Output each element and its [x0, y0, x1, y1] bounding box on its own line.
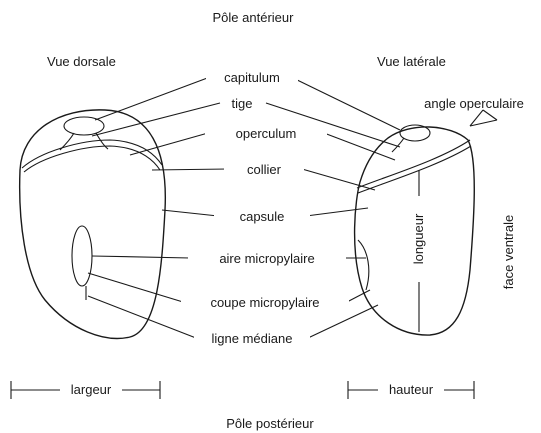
scale-label-largeur: largeur — [71, 382, 112, 397]
title-bottom: Pôle postérieur — [226, 416, 314, 431]
title-top: Pôle antérieur — [213, 10, 295, 25]
label-angle-operculaire: angle operculaire — [424, 96, 524, 111]
label-longueur: longueur — [411, 213, 426, 264]
label-collier: collier — [247, 162, 282, 177]
view-right-label: Vue latérale — [377, 54, 446, 69]
view-left-label: Vue dorsale — [47, 54, 116, 69]
label-coupe-micropylaire: coupe micropylaire — [210, 295, 319, 310]
dorsal-view-egg — [20, 110, 166, 339]
dorsal-capsule-outline — [20, 110, 166, 339]
label-capitulum: capitulum — [224, 70, 280, 85]
label-ligne-mediane: ligne médiane — [212, 331, 293, 346]
label-tige: tige — [232, 96, 253, 111]
label-aire-micropylaire: aire micropylaire — [219, 251, 314, 266]
scale-label-hauteur: hauteur — [389, 382, 434, 397]
label-face-ventrale: face ventrale — [501, 215, 516, 289]
label-capsule: capsule — [240, 209, 285, 224]
label-operculum: operculum — [236, 126, 297, 141]
